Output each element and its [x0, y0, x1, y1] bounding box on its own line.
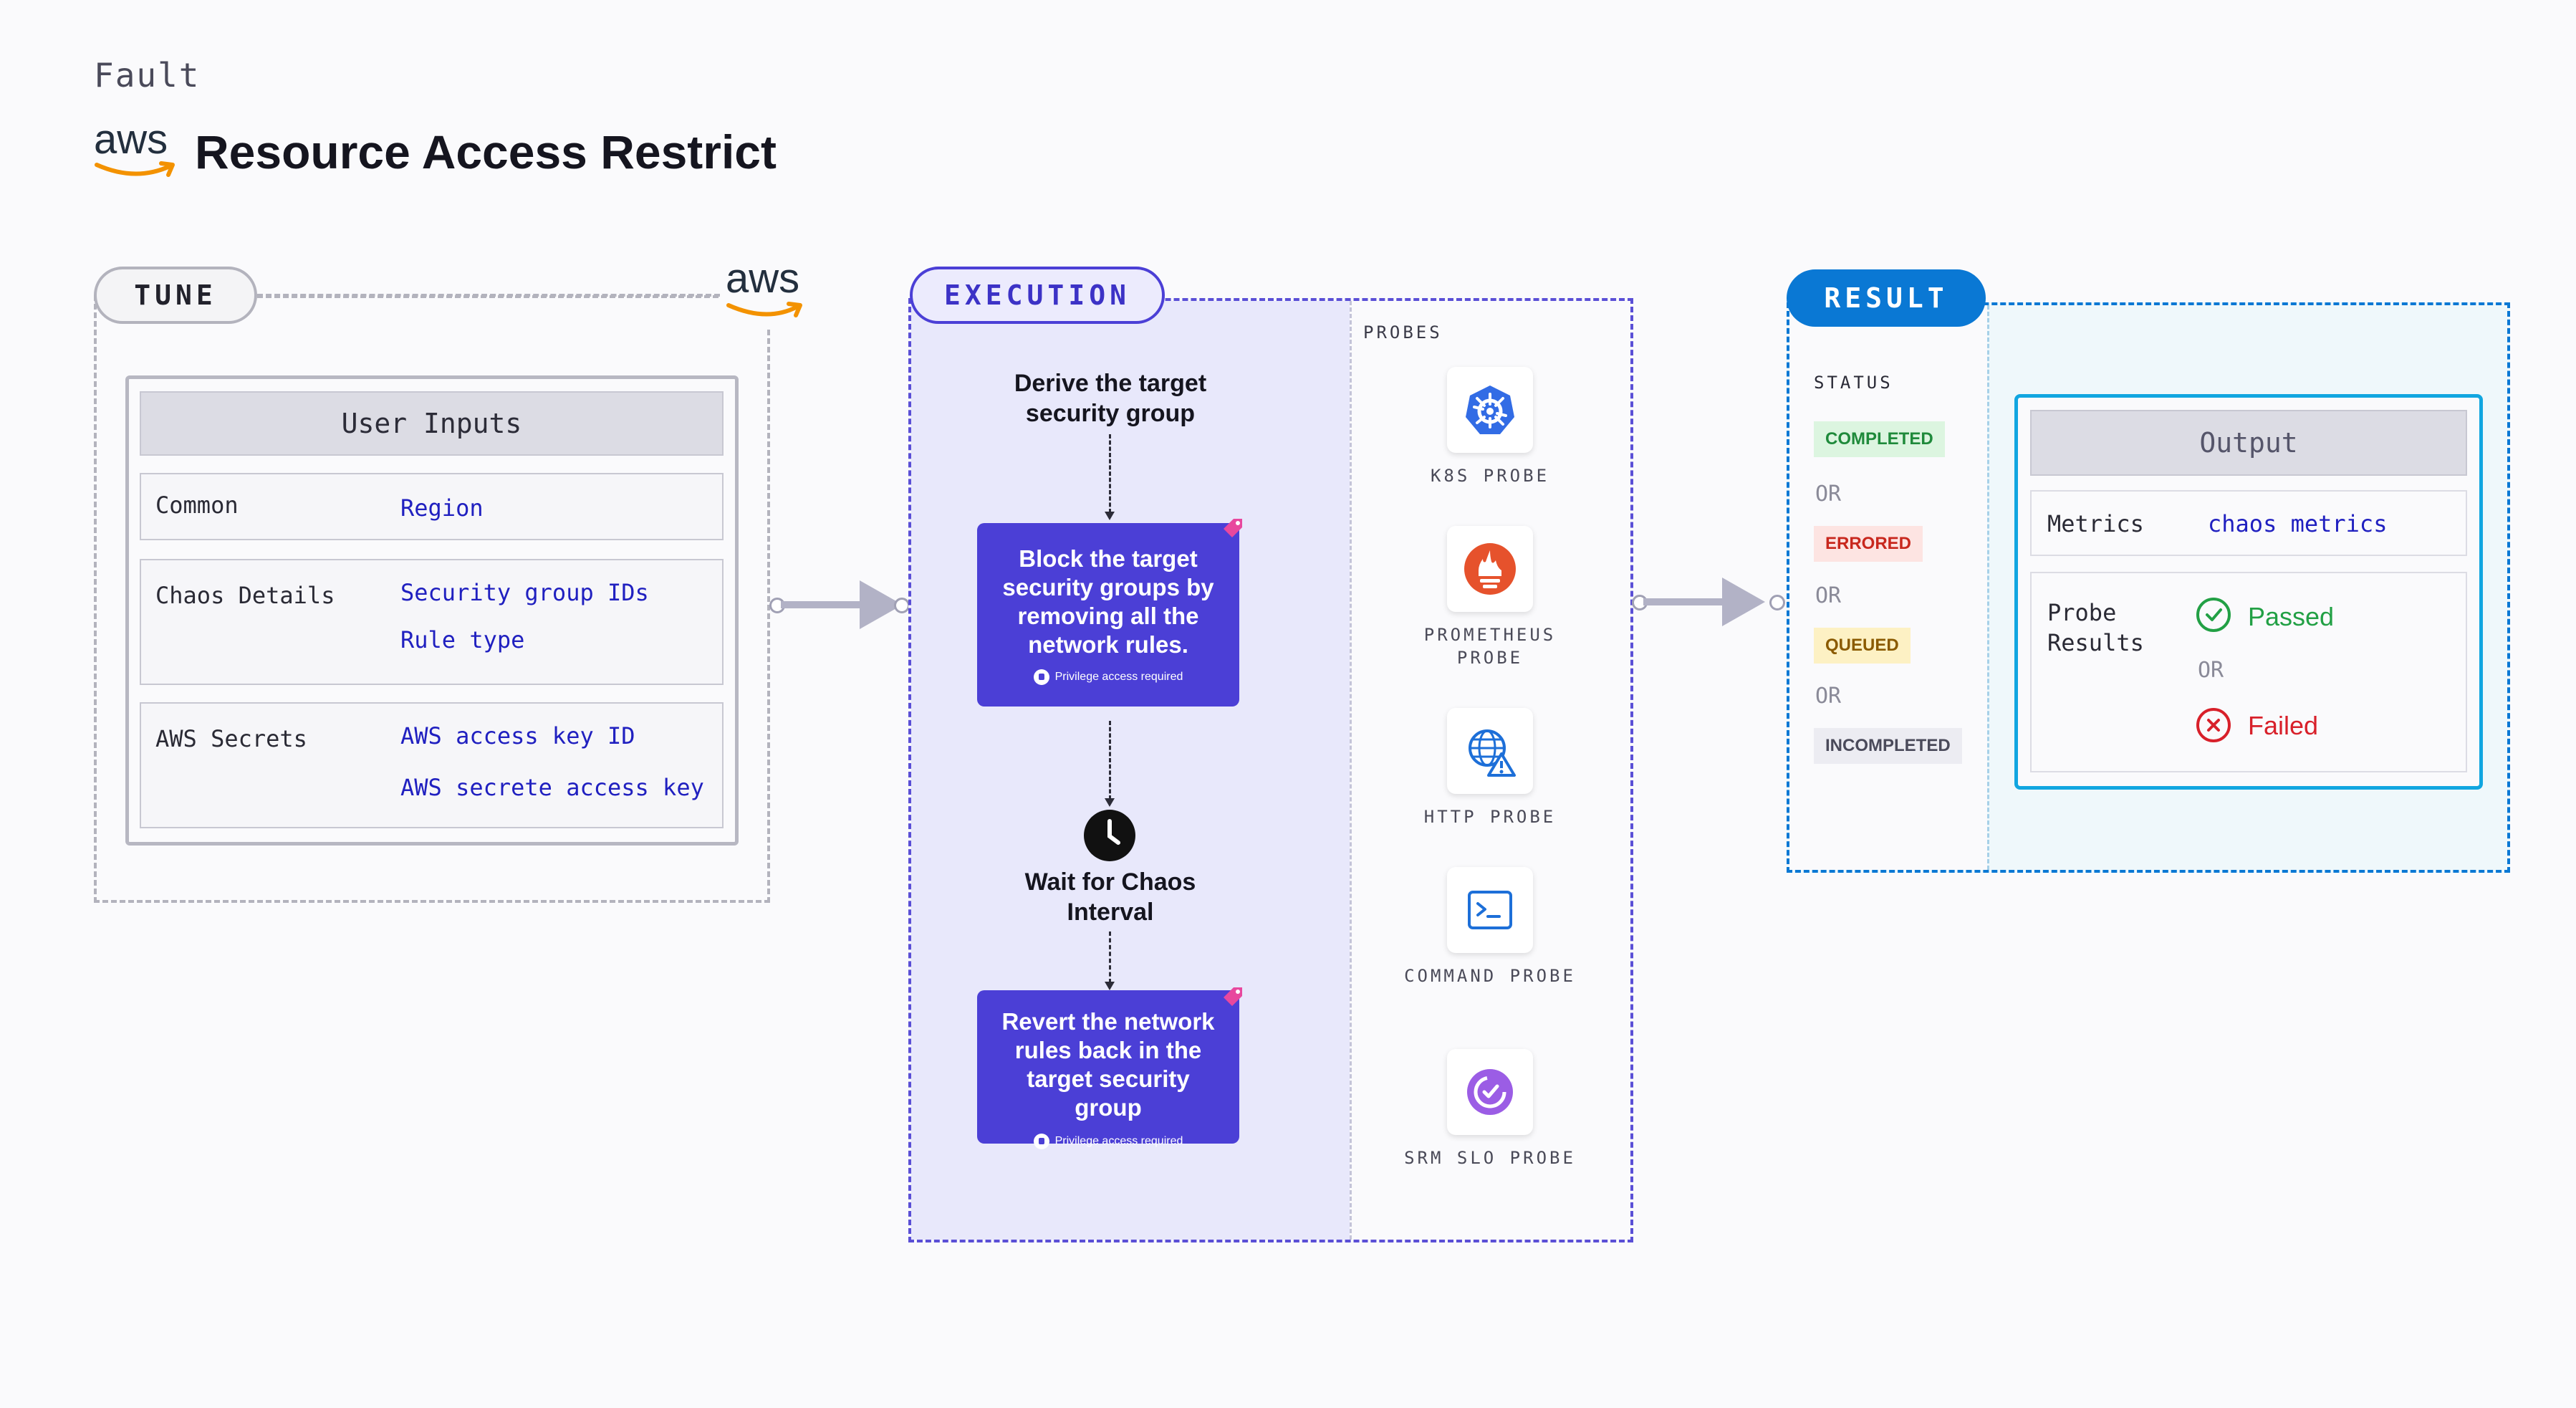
privilege-note-text: Privilege access required: [1054, 1135, 1183, 1147]
connector-dot: [1769, 595, 1785, 610]
page-title: Resource Access Restrict: [195, 125, 777, 178]
clock-icon: [1084, 810, 1135, 861]
output-header: Output: [2030, 410, 2467, 476]
lock-icon: [1033, 1134, 1049, 1149]
or-separator: OR: [2198, 658, 2224, 683]
tune-aws-smile-icon: [726, 302, 802, 317]
step-block-text: Block the target security groups by remo…: [1002, 545, 1214, 658]
execution-pill: EXECUTION: [910, 267, 1165, 324]
arrow-execution-to-result: [1643, 598, 1725, 605]
input-value-aws-secret-access-key: AWS secrete access key: [400, 774, 704, 801]
input-row-label: Chaos Details: [155, 582, 335, 609]
metrics-row: Metrics chaos metrics: [2030, 490, 2467, 556]
terminal-icon: [1468, 891, 1512, 929]
input-value-region: Region: [400, 494, 484, 522]
http-probe-label: HTTP PROBE: [1423, 807, 1557, 827]
input-row-chaos-details: Chaos Details Security group IDs Rule ty…: [140, 559, 724, 685]
metrics-value: chaos metrics: [2208, 510, 2388, 537]
status-label: STATUS: [1814, 373, 1893, 393]
privilege-note-text: Privilege access required: [1054, 671, 1183, 683]
tune-aws-logo-text: aws: [726, 255, 800, 302]
input-value-security-group-ids: Security group IDs: [400, 579, 649, 606]
flow-line: [1109, 721, 1111, 800]
metrics-label: Metrics: [2047, 510, 2144, 537]
flow-arrowhead: [1105, 982, 1115, 990]
x-circle-icon: [2196, 708, 2231, 742]
k8s-probe-tile: [1447, 367, 1533, 453]
prometheus-probe-label: PROMETHEUS PROBE: [1423, 625, 1557, 668]
flow-arrowhead: [1105, 798, 1115, 807]
status-badge-completed: COMPLETED: [1814, 421, 1945, 457]
command-probe-label: COMMAND PROBE: [1404, 966, 1576, 986]
k8s-probe-label: K8S PROBE: [1430, 466, 1550, 486]
tune-section: [94, 295, 770, 903]
lock-icon: [1033, 669, 1049, 685]
status-badge-incompleted: INCOMPLETED: [1814, 728, 1962, 764]
privilege-note: Privilege access required: [991, 669, 1225, 685]
arrow-head: [1722, 578, 1765, 626]
aws-logo-text: aws: [94, 116, 168, 163]
srm-slo-probe-tile: [1447, 1049, 1533, 1135]
input-value-aws-access-key-id: AWS access key ID: [400, 722, 635, 750]
status-badge-queued: QUEUED: [1814, 628, 1911, 664]
input-row-label: AWS Secrets: [155, 725, 307, 752]
arrow-tune-to-execution: [781, 601, 862, 608]
result-pill: RESULT: [1787, 269, 1986, 327]
http-globe-icon: [1469, 729, 1516, 777]
step-block-security-groups: Block the target security groups by remo…: [977, 523, 1239, 707]
result-status-area: [1789, 305, 1987, 870]
tune-pill: TUNE: [94, 267, 257, 324]
user-inputs-header: User Inputs: [140, 391, 724, 456]
connector-dot: [894, 598, 910, 613]
srm-slo-probe-label: SRM SLO PROBE: [1404, 1148, 1576, 1168]
tune-aws-logo: aws: [720, 258, 806, 330]
fault-eyebrow: Fault: [94, 56, 201, 95]
flow-arrowhead: [1105, 512, 1115, 520]
step-wait-chaos-interval: Wait for Chaos Interval: [1024, 868, 1196, 926]
command-probe-tile: [1447, 867, 1533, 953]
input-row-aws-secrets: AWS Secrets AWS access key ID AWS secret…: [140, 702, 724, 828]
check-circle-icon: [2196, 598, 2231, 632]
slo-icon: [1467, 1069, 1513, 1115]
probe-results-row: Probe Results Passed OR Failed: [2030, 572, 2467, 772]
aws-smile-icon: [95, 161, 175, 177]
chaos-tag-icon: [1224, 519, 1242, 537]
probe-result-failed: Failed: [2248, 711, 2319, 740]
input-row-label: Common: [155, 492, 239, 519]
probe-result-passed: Passed: [2248, 602, 2335, 631]
or-separator: OR: [1815, 583, 1842, 608]
aws-logo: aws: [94, 119, 180, 183]
kubernetes-icon: [1466, 385, 1514, 434]
step-derive-target: Derive the target security group: [1014, 370, 1207, 427]
prometheus-icon: [1464, 543, 1516, 595]
status-badge-errored: ERRORED: [1814, 526, 1923, 562]
result-divider: [1987, 305, 1989, 870]
chaos-tag-icon: [1224, 987, 1242, 1006]
input-row-common: Common Region: [140, 473, 724, 540]
step-revert-text: Revert the network rules back in the tar…: [1001, 1008, 1215, 1121]
flow-line: [1109, 434, 1111, 513]
execution-divider: [1350, 301, 1352, 1240]
http-probe-tile: [1447, 708, 1533, 794]
input-value-rule-type: Rule type: [400, 626, 525, 653]
privilege-note: Privilege access required: [990, 1134, 1226, 1149]
probe-results-label: Probe Results: [2047, 599, 2144, 656]
step-revert-network-rules: Revert the network rules back in the tar…: [977, 990, 1239, 1149]
flow-line: [1109, 932, 1111, 983]
prometheus-probe-tile: [1447, 526, 1533, 612]
tune-connector-dash: [257, 294, 720, 297]
probes-label: PROBES: [1363, 322, 1443, 343]
or-separator: OR: [1815, 482, 1842, 507]
or-separator: OR: [1815, 684, 1842, 709]
